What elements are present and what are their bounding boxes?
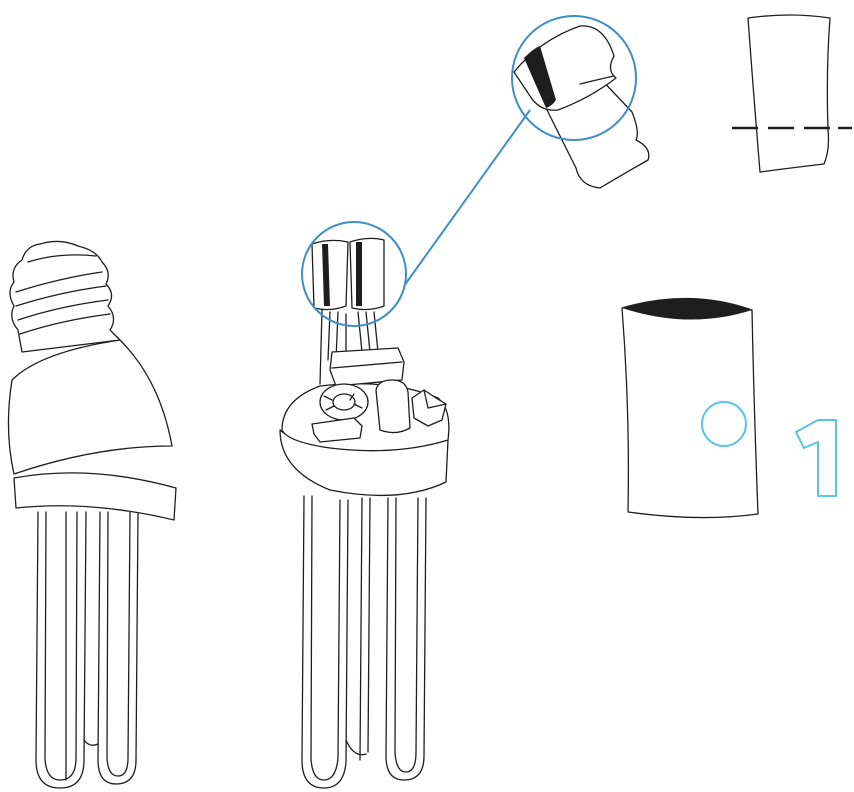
step-number-label: 1 xyxy=(0,0,1,1)
bulb-base-ring xyxy=(13,472,177,521)
heat-shrink-tube-icon xyxy=(621,297,759,519)
toroid-coil xyxy=(319,383,369,421)
position-marker-circle xyxy=(701,401,747,447)
round-capacitor xyxy=(375,379,411,434)
bulb-tubes xyxy=(35,511,139,789)
bulb-screw-base xyxy=(9,240,121,353)
magnified-capacitor xyxy=(513,25,650,189)
cut-sleeve xyxy=(732,14,852,173)
intact-cfl-bulb xyxy=(7,240,177,789)
bulb-housing xyxy=(7,339,173,475)
ic-block xyxy=(329,347,405,387)
callout-leader xyxy=(403,109,531,287)
callout-circle-large xyxy=(511,15,637,141)
opened-cfl xyxy=(279,237,450,789)
callout-circle-small xyxy=(301,221,407,327)
opened-tubes xyxy=(301,495,427,789)
flat-resistor xyxy=(311,417,363,443)
step-marker xyxy=(795,419,837,497)
callout xyxy=(301,109,531,327)
ballast-capacitors xyxy=(311,237,385,311)
